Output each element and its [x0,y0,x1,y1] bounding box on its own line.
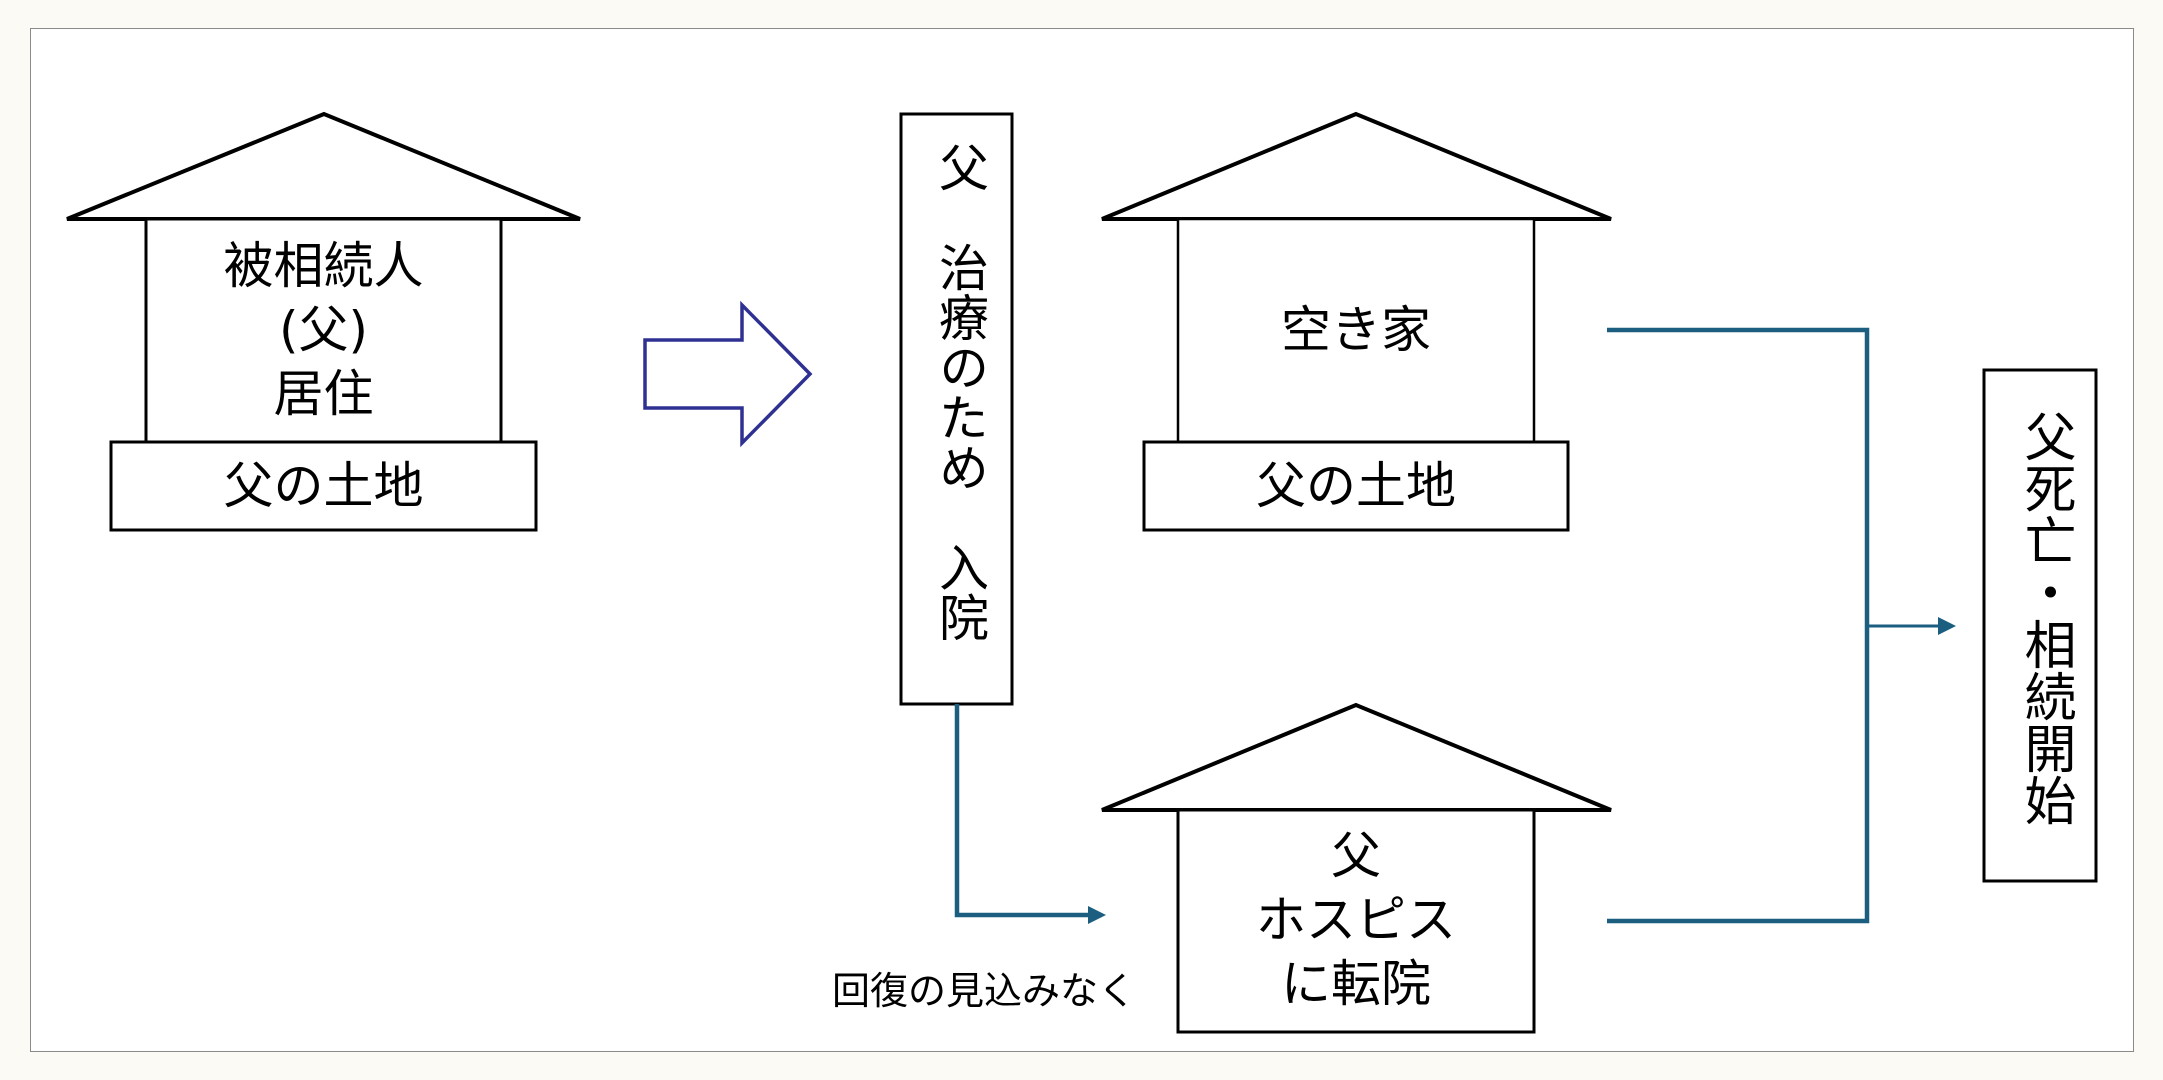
house-hospice-roof [1101,702,1612,812]
connector-hospital-to-hospice [954,704,1098,918]
house-vacant-label: 空き家 [1281,301,1431,359]
house-resident-roof [66,111,581,221]
result-box [1982,368,2098,883]
transfer-note: 回復の見込みなく [832,969,1137,1013]
house-hospice [1101,702,1612,1034]
house-resident-wall [144,217,503,444]
house-vacant-roof [1101,111,1612,221]
house-vacant-land-label: 父の土地 [1256,457,1456,515]
house-vacant-wall [1176,217,1536,444]
house-hospice-label: 父 ホスピス に転院 [1178,824,1534,1016]
house-resident-land-label: 父の土地 [223,457,424,515]
house-vacant-land [1142,440,1570,532]
label-line: 被相続人 [223,237,424,295]
result-label: 父死亡・相続開始 [2015,410,2075,826]
house-vacant [1101,111,1612,532]
hospitalized-label: 父 治療のため 入院 [931,142,989,642]
label-line: 父 [1331,827,1381,885]
house-hospice-wall [1176,808,1536,1034]
house-resident [66,111,581,532]
label-line: ホスピス [1256,891,1456,949]
label-line: 居住 [273,365,374,423]
connector-vacant-to-result [1607,327,1870,924]
arrowhead-hospice-icon [1088,906,1106,924]
label-line: (父) [278,301,368,359]
hospitalized-box [899,112,1014,706]
arrowhead-result-icon [1938,617,1956,635]
house-resident-land [109,440,538,532]
house-resident-label: 被相続人 (父) 居住 [146,234,501,426]
block-arrow-icon [643,300,813,448]
label-line: に転院 [1281,955,1431,1013]
